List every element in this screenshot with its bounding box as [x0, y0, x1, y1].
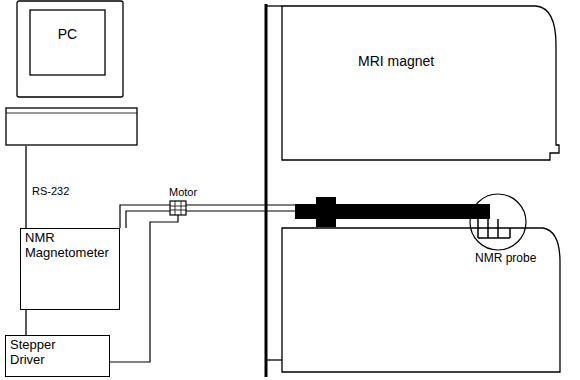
magnet-outline: MRI magnet — [266, 5, 560, 162]
probe-cable — [120, 205, 170, 228]
connector-line — [25, 310, 26, 335]
screen-area: PC — [30, 10, 105, 75]
magnet-flange — [265, 4, 268, 377]
keyboard-edge — [6, 113, 137, 114]
node-text: NMR Magnetometer — [25, 231, 115, 261]
magnet-drawing — [266, 5, 560, 162]
monitor-screen — [30, 10, 105, 75]
process-box: Stepper Driver — [5, 335, 110, 377]
magnet-upper-half — [282, 6, 559, 160]
keyboard-base — [6, 108, 137, 145]
computer-symbol: PC — [5, 0, 138, 146]
connector-line — [25, 146, 26, 228]
node-text: MRI magnet — [358, 53, 434, 69]
part-label: NMR probe — [474, 252, 537, 265]
node-text: PC — [30, 26, 105, 42]
part-label: Motor — [168, 186, 198, 198]
signal-label: RS-232 — [31, 185, 70, 197]
motor-wire — [110, 215, 178, 362]
node-text: Stepper Driver — [10, 338, 74, 368]
probe-head — [478, 219, 510, 238]
drive-shaft — [186, 205, 296, 211]
magnet-foot — [266, 359, 282, 360]
text-area: MRI magnet — [358, 53, 434, 69]
monitor-frame — [17, 1, 123, 97]
motor-detail — [170, 201, 186, 215]
computer-drawing — [5, 0, 138, 146]
process-box: NMR Magnetometer — [20, 228, 120, 310]
magnet-lower-half — [282, 228, 560, 372]
probe-outline — [470, 194, 526, 250]
motor-symbol — [170, 201, 186, 215]
rod-clamp — [316, 197, 336, 227]
magnet-lip — [266, 5, 282, 6]
